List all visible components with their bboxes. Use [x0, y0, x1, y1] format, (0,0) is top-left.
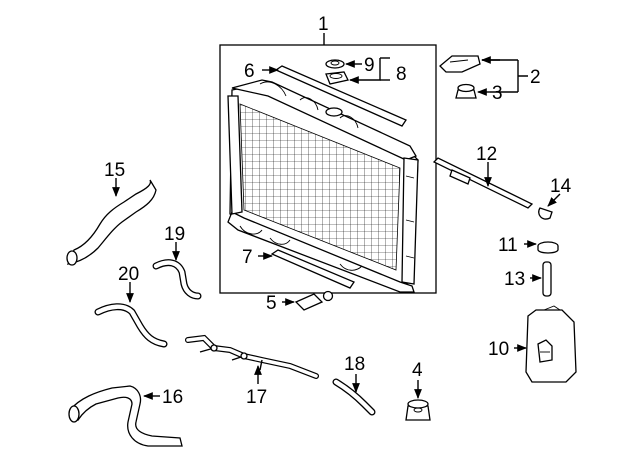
rubber-mount — [455, 83, 477, 99]
upper-radiator-hose — [66, 179, 157, 266]
callout-3: 3 — [492, 83, 503, 104]
callout-5: 5 — [266, 293, 277, 314]
callout-8: 8 — [396, 64, 407, 85]
bypass-hose-19 — [152, 259, 202, 300]
callout-11: 11 — [498, 235, 518, 256]
callout-12: 12 — [476, 144, 497, 165]
callout-17: 17 — [246, 387, 267, 408]
callout-4: 4 — [412, 360, 423, 381]
callout-2: 2 — [530, 67, 541, 88]
overflow-tube — [432, 157, 534, 209]
hose-assembly-17 — [185, 334, 319, 379]
callout-20: 20 — [118, 264, 139, 285]
hose-clip — [538, 207, 553, 220]
callout-15: 15 — [104, 160, 125, 181]
callout-19: 19 — [164, 224, 185, 245]
radiator — [227, 79, 419, 293]
callout-7: 7 — [242, 247, 253, 268]
callout-10: 10 — [488, 339, 509, 360]
upper-seal-strip — [274, 65, 407, 127]
callout-18: 18 — [344, 354, 365, 375]
callout-labels: 1 6 9 8 2 3 12 14 15 19 11 7 20 13 5 10 … — [104, 14, 572, 408]
callout-14: 14 — [550, 176, 572, 197]
callout-1: 1 — [318, 14, 329, 35]
callout-16: 16 — [162, 387, 183, 408]
small-cushion-part — [325, 59, 345, 69]
water-hose-20 — [94, 303, 168, 348]
bracket-part — [294, 290, 334, 311]
lower-radiator-hose — [68, 385, 183, 447]
callout-13: 13 — [504, 269, 525, 290]
reservoir-tube — [542, 261, 552, 297]
hose-18 — [332, 378, 376, 416]
upper-mount-bracket — [439, 55, 481, 73]
lower-mount-cushion — [405, 399, 431, 421]
cushion-part — [325, 71, 349, 85]
lower-seal-strip — [270, 249, 355, 289]
leader-lines — [112, 56, 561, 400]
callout-6: 6 — [244, 61, 255, 82]
callout-9: 9 — [364, 55, 375, 76]
coolant-reserve-tank — [525, 305, 577, 383]
reservoir-grommet — [537, 241, 559, 254]
